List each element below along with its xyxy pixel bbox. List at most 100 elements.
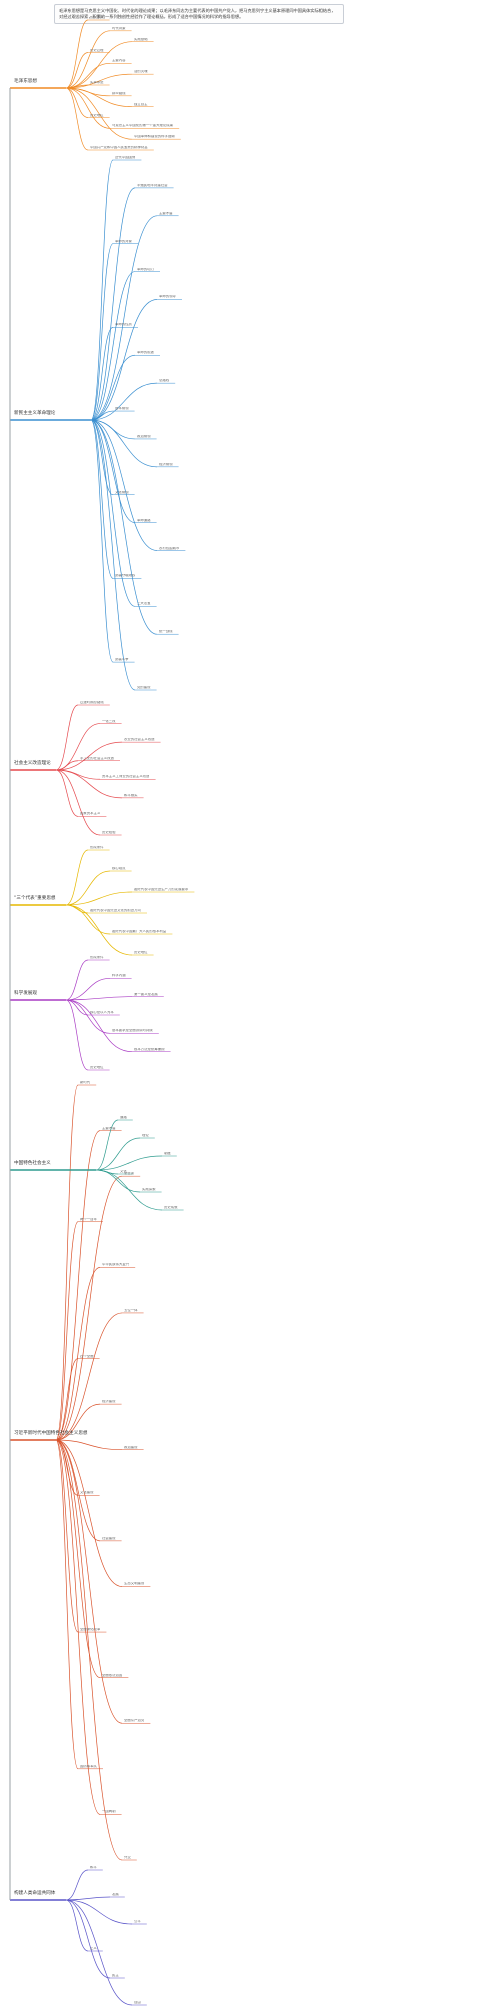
leaf-connector <box>55 704 79 771</box>
leaf-label: 社会建设 <box>102 1536 116 1540</box>
leaf-connector <box>90 419 114 579</box>
leaf-label: 三大法宝 <box>137 602 151 606</box>
leaf-label: 中国共产党和中国人民宝贵的精神财富 <box>90 146 148 149</box>
leaf-label: 外交 <box>124 1856 131 1859</box>
leaf-label: 一化三改 <box>102 719 116 723</box>
leaf-label: 历史成就 <box>164 1206 178 1209</box>
branch-label: 毛泽东思想 <box>14 79 37 84</box>
leaf-label: 时代背景 <box>112 26 126 30</box>
leaf-connector <box>90 159 114 421</box>
leaf-connector <box>55 769 79 817</box>
leaf-label: 资本主义工商业的社会主义改造 <box>102 775 150 779</box>
leaf-connector <box>90 271 136 421</box>
leaf-label: 正义 <box>90 1947 97 1950</box>
leaf-label: 新时代 <box>80 1081 91 1084</box>
leaf-label: 经济建设 <box>102 1400 116 1404</box>
leaf-connector <box>55 1358 79 1441</box>
leaf-label: 自由 <box>134 2001 141 2004</box>
leaf-label: 农村包围城市 <box>159 546 180 550</box>
branch-label: 社会主义改造理论 <box>14 761 51 766</box>
leaf-connector <box>55 1439 79 1633</box>
leaf-label: 核心观点 <box>112 867 126 870</box>
leaf-label: 文化建设 <box>80 1491 94 1495</box>
leaf-label: 经济纲领 <box>159 462 173 466</box>
leaf-connector <box>65 19 89 89</box>
leaf-label: 革命的对象 <box>115 239 132 243</box>
leaf-label: 政治纲领 <box>137 434 151 438</box>
leaf-connector <box>90 419 136 691</box>
leaf-label: 五位一体 <box>124 1308 138 1312</box>
leaf-label: 农业的社会主义改造 <box>124 738 155 742</box>
leaf-label: 革命道路 <box>137 518 151 522</box>
leaf-connector <box>65 87 89 151</box>
leaf-connector <box>65 1869 89 1901</box>
leaf-label: 科学内涵 <box>112 974 126 978</box>
leaf-label: 革命的领导 <box>159 295 176 299</box>
leaf-label: 革命的动力 <box>137 267 154 271</box>
leaf-connector <box>65 1896 111 1901</box>
leaf-label: 形成条件 <box>90 846 104 849</box>
leaf-connector <box>90 354 136 421</box>
leaf-connector <box>65 1899 133 1925</box>
leaf-connector <box>55 1267 101 1441</box>
leaf-label: 群众路线 <box>112 91 126 95</box>
leaf-label: 四个全面 <box>80 1354 94 1358</box>
leaf-connector <box>65 52 89 89</box>
leaf-connector <box>65 977 111 1001</box>
leaf-label: 始终代表中国先进文化的前进方向 <box>90 909 141 912</box>
leaf-connector <box>55 1130 101 1441</box>
leaf-connector <box>90 243 114 421</box>
leaf-connector <box>90 382 158 421</box>
branch-label: 科学发展观 <box>14 991 37 996</box>
leaf-label: 总任务 <box>124 1172 135 1176</box>
leaf-connector <box>95 1155 163 1171</box>
leaf-label: 中国革命和建设的科学指南 <box>134 135 175 139</box>
leaf-label: 两个一百年 <box>80 1217 97 1221</box>
leaf-connector <box>65 849 89 906</box>
leaf-label: 革命的前途 <box>137 351 154 355</box>
leaf-label: 总路线 <box>159 379 170 383</box>
leaf-connector <box>90 327 114 421</box>
leaf-connector <box>90 419 114 663</box>
leaf-label: 基本纲领 <box>115 407 129 411</box>
leaf-connector <box>55 1439 101 1678</box>
leaf-label: 制度 <box>164 1152 171 1155</box>
leaf-label: 实事求是 <box>90 81 104 84</box>
leaf-connector <box>65 891 133 906</box>
leaf-label: 和平 <box>90 1866 97 1869</box>
leaf-connector <box>55 1084 79 1441</box>
leaf-label: 一国两制 <box>102 1810 116 1814</box>
leaf-label: 核心是以人为本 <box>90 1011 114 1014</box>
leaf-connector <box>95 1137 141 1171</box>
leaf-label: 主要矛盾 <box>159 211 173 215</box>
leaf-connector <box>55 741 123 771</box>
leaf-label: 和平赎买 <box>124 793 138 797</box>
leaf-connector <box>65 1899 89 1952</box>
branch-label: 习近平新时代中国特色社会主义思想 <box>14 1431 88 1436</box>
leaf-label: 历史过程 <box>90 48 104 52</box>
leaf-connector <box>55 769 101 836</box>
leaf-label: 过渡时期总路线 <box>80 701 104 704</box>
leaf-label: 半殖民地半封建社会 <box>137 183 168 187</box>
leaf-label: 主要内容 <box>112 59 126 63</box>
leaf-label: 生态文明建设 <box>124 1582 145 1586</box>
leaf-label: 全面从严治党 <box>124 1719 145 1723</box>
branch-label: 中国特色社会主义 <box>14 1161 51 1166</box>
leaf-connector <box>90 419 136 523</box>
leaf-connector <box>55 723 101 771</box>
leaf-connector <box>90 419 136 607</box>
leaf-label: 武装斗争 <box>115 658 129 662</box>
leaf-connector <box>65 1899 111 1979</box>
leaf-connector <box>65 87 133 108</box>
leaf-label: 马克思主义中国化的第一个重大理论成果 <box>112 124 174 128</box>
leaf-connector <box>65 30 111 89</box>
leaf-label: 民主 <box>112 1974 119 1977</box>
leaf-label: 道路 <box>120 1116 127 1119</box>
leaf-connector <box>65 73 133 89</box>
leaf-connector <box>55 1439 123 1724</box>
leaf-label: 独立自主 <box>134 102 148 106</box>
branch-label: 新民主主义革命理论 <box>14 411 56 416</box>
leaf-connector <box>90 419 158 635</box>
leaf-connector <box>55 769 123 799</box>
